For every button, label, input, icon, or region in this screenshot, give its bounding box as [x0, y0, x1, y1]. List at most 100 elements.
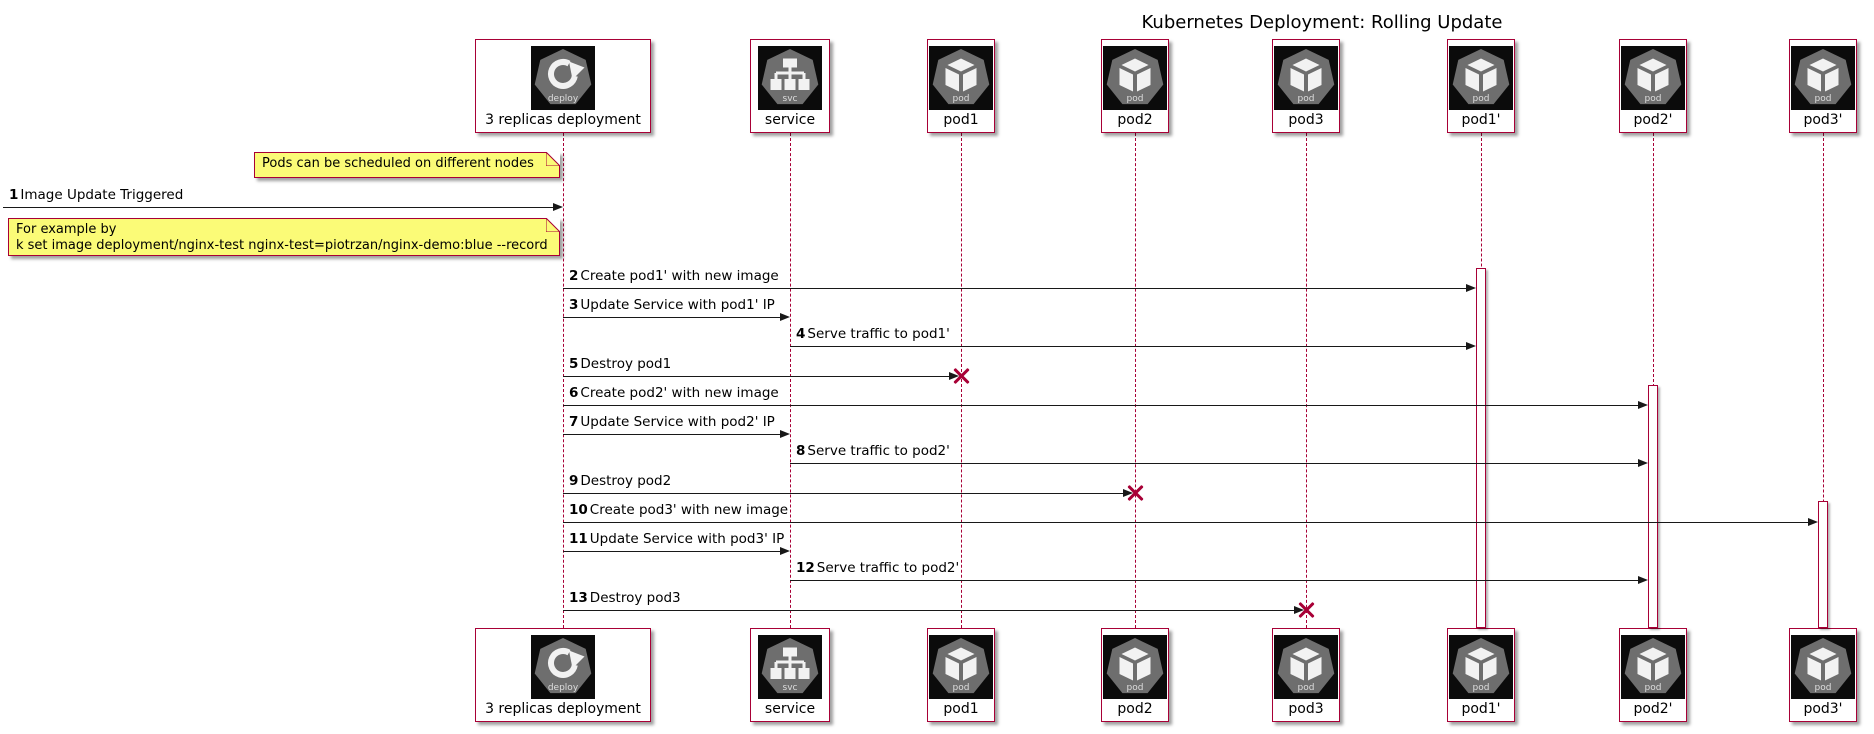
- message-seq: 12: [796, 560, 815, 576]
- message-seq: 6: [569, 385, 579, 401]
- message-9-line: [563, 493, 1125, 494]
- note-text: For example by: [16, 222, 117, 237]
- icon-label: pod: [1815, 683, 1832, 693]
- destroy-cross-icon: [1297, 601, 1315, 619]
- message-seq: 2: [569, 268, 579, 284]
- note-fold-icon: [546, 152, 560, 166]
- participant-label: pod2': [1633, 701, 1673, 717]
- participant-label: 3 replicas deployment: [485, 701, 641, 717]
- participant-label: pod2': [1633, 112, 1673, 128]
- message-text: Create pod1' with new image: [580, 268, 779, 284]
- message-12-arrowhead-icon: [1638, 575, 1648, 584]
- message-seq: 7: [569, 414, 579, 430]
- message-10-line: [563, 522, 1809, 523]
- message-11-line: [563, 551, 781, 552]
- message-text: Update Service with pod2' IP: [580, 414, 775, 430]
- pod-icon: pod: [929, 46, 993, 110]
- participant-label: 3 replicas deployment: [485, 112, 641, 128]
- message-seq: 3: [569, 297, 579, 313]
- pod-icon: pod: [1791, 46, 1855, 110]
- pod-icon: pod: [1274, 46, 1338, 110]
- message-3-line: [563, 317, 781, 318]
- note-1: Pods can be scheduled on different nodes: [254, 152, 560, 178]
- message-seq: 11: [569, 531, 588, 547]
- icon-label: pod: [953, 94, 970, 104]
- message-5-line: [563, 376, 951, 377]
- participant-pod1-top: pod pod1: [927, 39, 995, 133]
- icon-label: deploy: [548, 94, 579, 104]
- deploy-icon: deploy: [531, 46, 595, 110]
- service-icon: svc: [758, 635, 822, 699]
- message-11-arrowhead-icon: [780, 546, 790, 555]
- message-text: Update Service with pod3' IP: [589, 531, 785, 547]
- icon-label: svc: [783, 683, 798, 693]
- icon-label: pod: [1127, 683, 1144, 693]
- participant-label: pod1: [943, 112, 979, 128]
- participant-deployment-bottom: deploy 3 replicas deployment: [475, 628, 651, 722]
- icon-label: pod: [1298, 683, 1315, 693]
- icon-label: pod: [1127, 94, 1144, 104]
- participant-label: pod2: [1117, 701, 1153, 717]
- message-1-arrowhead-icon: [553, 202, 563, 211]
- pod-icon: pod: [1449, 635, 1513, 699]
- pod-icon: pod: [1621, 635, 1685, 699]
- message-text: Destroy pod1: [580, 356, 672, 372]
- icon-label: pod: [1298, 94, 1315, 104]
- message-6-line: [563, 405, 1639, 406]
- activation-bar-pod2p: [1648, 385, 1658, 628]
- message-7-line: [563, 434, 781, 435]
- message-6-arrowhead-icon: [1638, 400, 1648, 409]
- icon-label: pod: [1645, 683, 1662, 693]
- participant-label: pod1': [1461, 112, 1501, 128]
- pod-icon: pod: [1621, 46, 1685, 110]
- pod-icon: pod: [929, 635, 993, 699]
- message-7-arrowhead-icon: [780, 429, 790, 438]
- message-text: Image Update Triggered: [20, 187, 184, 203]
- participant-pod3p-bottom: pod pod3': [1789, 628, 1857, 722]
- pod-icon: pod: [1449, 46, 1513, 110]
- participant-label: pod3': [1803, 701, 1843, 717]
- message-12-line: [790, 580, 1639, 581]
- message-10-arrowhead-icon: [1808, 517, 1818, 526]
- participant-label: service: [764, 112, 816, 128]
- message-4-arrowhead-icon: [1466, 341, 1476, 350]
- icon-label: pod: [1473, 94, 1490, 104]
- message-text: Destroy pod2: [580, 473, 672, 489]
- message-text: Serve traffic to pod2': [807, 443, 950, 459]
- destroy-cross-icon: [952, 367, 970, 385]
- message-1-line: [3, 207, 554, 208]
- participant-pod2p-bottom: pod pod2': [1619, 628, 1687, 722]
- note-text: k set image deployment/nginx-test nginx-…: [16, 238, 548, 253]
- icon-label: pod: [953, 683, 970, 693]
- lifeline-pod3: [1306, 133, 1307, 628]
- message-seq: 13: [569, 590, 588, 606]
- message-seq: 4: [796, 326, 806, 342]
- message-text: Serve traffic to pod2': [816, 560, 960, 576]
- destroy-cross-icon: [1126, 484, 1144, 502]
- message-seq: 8: [796, 443, 806, 459]
- message-3-arrowhead-icon: [780, 312, 790, 321]
- message-4-line: [790, 346, 1467, 347]
- lifeline-pod2p: [1653, 133, 1654, 628]
- icon-label: pod: [1473, 683, 1490, 693]
- activation-bar-pod3p: [1818, 501, 1828, 628]
- icon-label: deploy: [548, 683, 579, 693]
